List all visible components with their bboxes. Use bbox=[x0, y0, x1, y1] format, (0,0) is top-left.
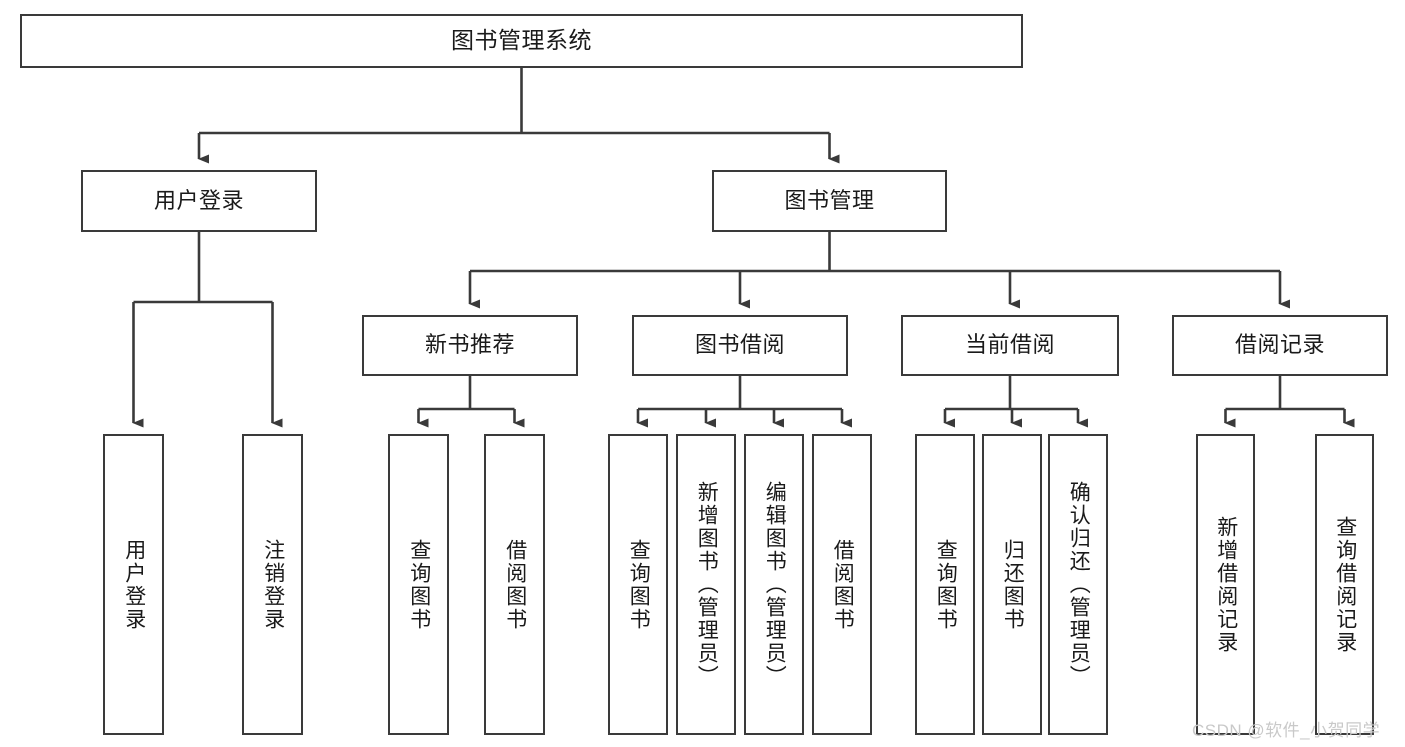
node-label: 查询借阅记录 bbox=[1333, 515, 1357, 654]
node-label: 注销登录 bbox=[261, 538, 285, 631]
node-label: 确认归还（管理员） bbox=[1067, 481, 1091, 688]
node-new-book-recommend[interactable]: 新书推荐 bbox=[362, 315, 578, 376]
node-leaf-query-record[interactable]: 查询借阅记录 bbox=[1315, 434, 1374, 735]
node-book-borrow[interactable]: 图书借阅 bbox=[632, 315, 848, 376]
node-label: 用户登录 bbox=[153, 187, 244, 213]
node-leaf-query-book-cur[interactable]: 查询图书 bbox=[915, 434, 975, 735]
node-user-login[interactable]: 用户登录 bbox=[81, 170, 317, 232]
node-label: 当前借阅 bbox=[964, 332, 1055, 358]
node-leaf-query-book-rec[interactable]: 查询图书 bbox=[388, 434, 449, 735]
node-leaf-confirm-return[interactable]: 确认归还（管理员） bbox=[1048, 434, 1108, 735]
node-label: 新增图书（管理员） bbox=[695, 481, 719, 688]
node-leaf-edit-book[interactable]: 编辑图书（管理员） bbox=[744, 434, 804, 735]
node-leaf-query-book-bor[interactable]: 查询图书 bbox=[608, 434, 668, 735]
node-label: 归还图书 bbox=[1001, 538, 1025, 631]
node-label: 图书借阅 bbox=[694, 332, 785, 358]
node-leaf-borrow-book-rec[interactable]: 借阅图书 bbox=[484, 434, 545, 735]
node-label: 新增借阅记录 bbox=[1214, 515, 1238, 654]
node-book-manage[interactable]: 图书管理 bbox=[712, 170, 947, 232]
csdn-watermark: CSDN @软件_小贺同学 bbox=[1192, 721, 1381, 740]
node-leaf-return-book[interactable]: 归还图书 bbox=[982, 434, 1042, 735]
node-label: 查询图书 bbox=[934, 538, 958, 631]
node-current-borrow[interactable]: 当前借阅 bbox=[901, 315, 1119, 376]
node-leaf-user-login[interactable]: 用户登录 bbox=[103, 434, 164, 735]
node-label: 借阅图书 bbox=[503, 538, 527, 631]
node-leaf-add-book[interactable]: 新增图书（管理员） bbox=[676, 434, 736, 735]
node-leaf-borrow-book-bor[interactable]: 借阅图书 bbox=[812, 434, 872, 735]
node-leaf-add-record[interactable]: 新增借阅记录 bbox=[1196, 434, 1255, 735]
node-label: 借阅记录 bbox=[1234, 332, 1325, 358]
node-label: 编辑图书（管理员） bbox=[763, 481, 787, 688]
node-label: 图书管理系统 bbox=[451, 27, 592, 54]
node-label: 借阅图书 bbox=[831, 538, 855, 631]
node-label: 用户登录 bbox=[122, 538, 146, 631]
node-leaf-user-logout[interactable]: 注销登录 bbox=[242, 434, 303, 735]
node-label: 查询图书 bbox=[407, 538, 431, 631]
node-borrow-record[interactable]: 借阅记录 bbox=[1172, 315, 1388, 376]
node-label: 新书推荐 bbox=[424, 332, 515, 358]
node-root[interactable]: 图书管理系统 bbox=[20, 14, 1023, 68]
node-label: 查询图书 bbox=[627, 538, 651, 631]
node-label: 图书管理 bbox=[784, 187, 875, 213]
